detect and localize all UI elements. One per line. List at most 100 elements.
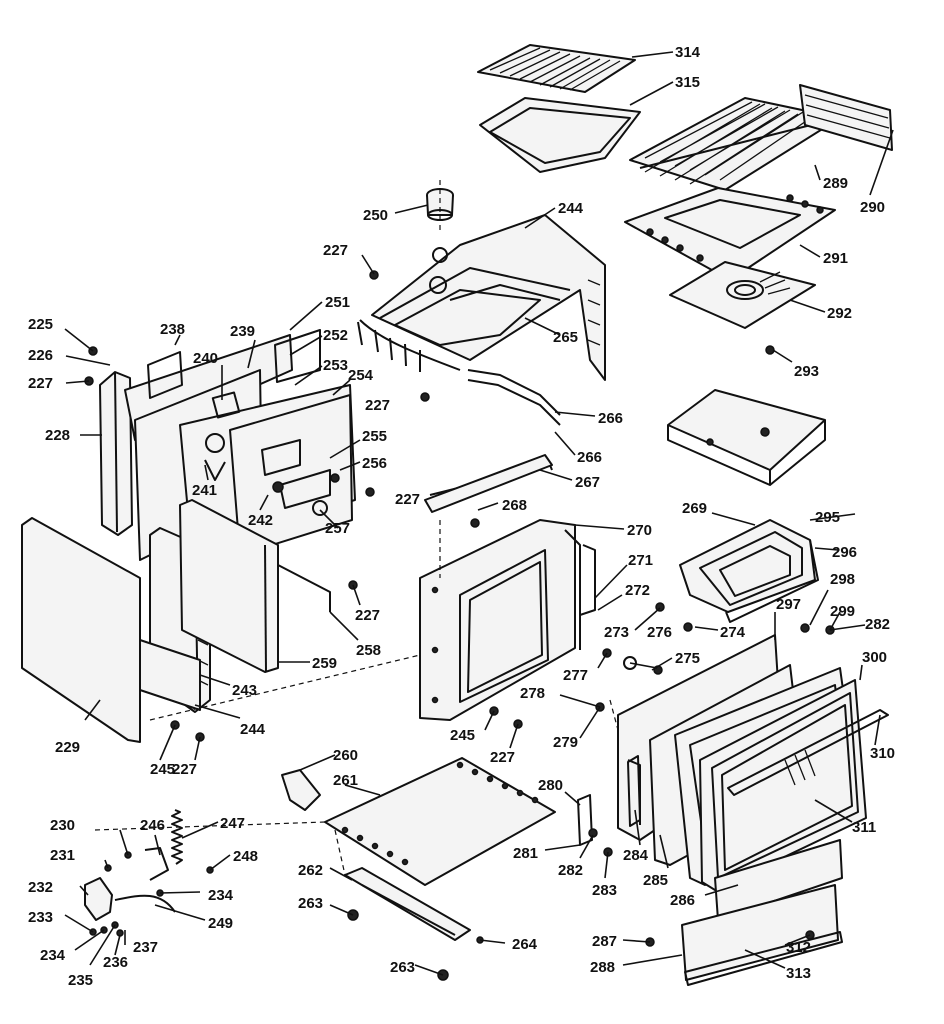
label-235: 235 [68,972,93,989]
label-273: 273 [604,624,629,641]
label-227-d: 227 [395,491,420,508]
label-282-a: 282 [865,616,890,633]
label-241: 241 [192,482,217,499]
label-286: 286 [670,892,695,909]
label-232: 232 [28,879,53,896]
label-257: 257 [325,520,350,537]
label-246: 246 [140,817,165,834]
alignment-lines [94,180,619,876]
label-269: 269 [682,500,707,517]
label-281: 281 [513,845,538,862]
label-243: 243 [232,682,257,699]
label-249: 249 [208,915,233,932]
broiler-pan-part [479,97,641,173]
label-263-a: 263 [298,895,323,912]
cooktop-part [357,214,606,381]
label-283: 283 [592,882,617,899]
burner-plate-part [669,261,816,329]
label-310: 310 [870,745,895,762]
label-231: 231 [50,847,75,864]
leader-lines [64,51,894,976]
rear-panel-part [799,84,893,151]
label-251: 251 [325,294,350,311]
broil-element-part [467,369,561,426]
label-227-a: 227 [323,242,348,259]
oven-rack-part [629,97,841,191]
label-250: 250 [363,207,388,224]
side-column-part [99,371,133,536]
label-299: 299 [830,603,855,620]
label-297: 297 [776,596,801,613]
spring-part [171,809,183,865]
label-313: 313 [786,965,811,982]
broiler-grid-part [477,44,636,93]
label-289: 289 [823,175,848,192]
callout-labels: 314 315 290 289 291 292 293 250 244 227 … [28,44,895,989]
label-285: 285 [643,872,668,889]
label-227-e: 227 [172,761,197,778]
label-227-g: 227 [490,749,515,766]
drawer-panel-part [681,884,843,986]
label-256: 256 [362,455,387,472]
label-254: 254 [348,367,374,384]
label-274: 274 [720,624,746,641]
label-265: 265 [553,329,578,346]
label-236: 236 [103,954,128,971]
label-276: 276 [647,624,672,641]
label-248: 248 [233,848,258,865]
label-233: 233 [28,909,53,926]
label-300: 300 [862,649,887,666]
label-260: 260 [333,747,358,764]
label-245-a: 245 [150,761,175,778]
label-278: 278 [520,685,545,702]
label-264: 264 [512,936,538,953]
label-271: 271 [628,552,653,569]
label-290: 290 [860,199,885,216]
label-296: 296 [832,544,857,561]
label-272: 272 [625,582,650,599]
label-226: 226 [28,347,53,364]
label-234-a: 234 [40,947,66,964]
label-277: 277 [563,667,588,684]
label-311: 311 [852,819,876,836]
bracket-left-part [281,769,321,811]
label-287: 287 [592,933,617,950]
label-298: 298 [830,571,855,588]
valve-assembly-part [229,394,353,556]
label-268: 268 [502,497,527,514]
label-238: 238 [160,321,185,338]
label-247: 247 [220,815,245,832]
label-242: 242 [248,512,273,529]
label-262: 262 [298,862,323,879]
label-253: 253 [323,357,348,374]
burner-box-part [624,187,836,281]
door-handle-part [727,709,889,796]
label-255: 255 [362,428,387,445]
label-228: 228 [45,427,70,444]
oven-rail-part [424,454,553,513]
label-259: 259 [312,655,337,672]
label-312: 312 [786,939,811,956]
label-280: 280 [538,777,563,794]
drawer-front-part [714,839,843,921]
label-229: 229 [55,739,80,756]
label-244-top: 244 [558,200,584,217]
label-293: 293 [794,363,819,380]
label-227-f: 227 [355,607,380,624]
label-237: 237 [133,939,158,956]
oven-bottom-part [324,757,556,886]
label-279: 279 [553,734,578,751]
bottom-strip-part [139,639,201,711]
label-315: 315 [675,74,700,91]
label-266-a: 266 [598,410,623,427]
label-295: 295 [815,509,840,526]
label-244-bottom: 244 [240,721,266,738]
side-panel-part [21,517,141,743]
door-outer-part [699,679,867,891]
label-263-b: 263 [390,959,415,976]
broiler-drawer-part [679,519,819,623]
label-267: 267 [575,474,600,491]
label-292: 292 [827,305,852,322]
back-panel-part [179,499,331,673]
